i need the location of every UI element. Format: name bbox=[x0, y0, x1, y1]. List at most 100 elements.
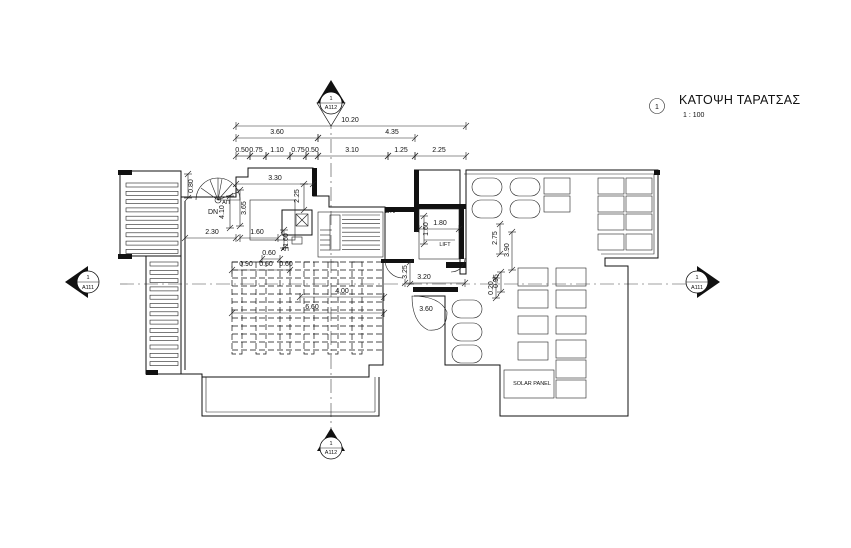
pergola-rafter bbox=[327, 261, 339, 355]
marker-right-sheet: A111 bbox=[691, 285, 703, 291]
label-lift: LIFT bbox=[439, 242, 451, 248]
solar-tank bbox=[451, 322, 483, 342]
dimension-labels: 10.20 3.60 4.35 0.50 0.75 1.10 0.75 0.50… bbox=[188, 117, 511, 313]
marker-top-number: 1 bbox=[329, 96, 332, 102]
solar-collector bbox=[517, 315, 549, 335]
dim-0-50b: 0.50 bbox=[305, 147, 319, 154]
solar-collector bbox=[555, 359, 587, 379]
louver-slat bbox=[149, 328, 179, 333]
pergola-grid bbox=[231, 261, 382, 355]
door-swing-2 bbox=[450, 257, 466, 273]
solar-collector bbox=[555, 339, 587, 359]
dim-3-20: 3.20 bbox=[417, 274, 431, 281]
solar-collector bbox=[625, 195, 653, 213]
dim-0-60: 0.60 bbox=[262, 250, 276, 257]
dim-2-75: 2.75 bbox=[492, 231, 499, 245]
louver-slat bbox=[149, 352, 179, 358]
dim-overall: 10.20 bbox=[341, 117, 359, 124]
solar-collector bbox=[597, 213, 625, 231]
section-marker-bottom[interactable]: 1 A112 bbox=[317, 428, 345, 460]
curved-bay bbox=[411, 295, 448, 331]
dim-3-10: 3.10 bbox=[345, 147, 359, 154]
louver-slat bbox=[149, 361, 179, 366]
plan-labels: DN DN LIFT ΑΠ ΑΠ SOLAR PANEL bbox=[208, 200, 551, 387]
dim-4-00: 4.00 bbox=[335, 288, 349, 295]
marker-right-number: 1 bbox=[695, 275, 698, 281]
dim-0-75a: 0.75 bbox=[249, 147, 263, 154]
marker-left-sheet: A111 bbox=[82, 285, 94, 291]
dim-3-60b: 3.60 bbox=[419, 306, 433, 313]
pergola-rafter bbox=[351, 261, 363, 355]
dim-0-60b: 0.60 bbox=[259, 261, 273, 268]
louver-slat bbox=[149, 294, 179, 300]
section-marker-left[interactable]: 1 A111 bbox=[65, 266, 100, 298]
lift-shaft bbox=[418, 208, 460, 260]
solar-collector bbox=[517, 267, 549, 287]
marker-bottom-number: 1 bbox=[329, 441, 332, 447]
view-number: 1 bbox=[655, 104, 659, 111]
dim-0-20: 0.20 bbox=[488, 281, 495, 295]
louver-slat bbox=[125, 191, 179, 196]
dim-1-60b: 1.60 bbox=[283, 233, 290, 247]
dim-2-25v: 2.25 bbox=[294, 189, 301, 203]
solar-tank bbox=[451, 299, 483, 319]
dim-0-90: 0.90 bbox=[239, 261, 253, 268]
pergola-rafter bbox=[231, 261, 243, 355]
solar-tank bbox=[509, 199, 541, 219]
dim-3-65: 3.65 bbox=[241, 201, 248, 215]
solar-collector bbox=[555, 315, 587, 335]
drawing-name: ΚΑΤΟΨΗ ΤΑΡΑΤΣΑΣ bbox=[679, 93, 800, 107]
dim-0-75b: 0.75 bbox=[291, 147, 305, 154]
louver-slat bbox=[125, 232, 179, 238]
solar-collector bbox=[517, 341, 549, 361]
pergola-rafter bbox=[279, 261, 291, 355]
louver-slat bbox=[149, 303, 179, 308]
label-ap-2: ΑΠ bbox=[281, 247, 289, 253]
louver-slat bbox=[125, 207, 179, 213]
solar-collector bbox=[597, 233, 625, 251]
solar-tank bbox=[471, 199, 503, 219]
louver-slat bbox=[125, 182, 179, 188]
dim-4-35: 4.35 bbox=[385, 129, 399, 136]
label-dn-1: DN bbox=[208, 209, 218, 216]
label-dn-2: DN bbox=[385, 208, 395, 215]
solar-collector bbox=[517, 289, 549, 309]
solar-collector bbox=[555, 267, 587, 287]
louver-slat bbox=[125, 199, 179, 204]
pergola-rafter bbox=[255, 261, 267, 355]
solar-collector bbox=[597, 195, 625, 213]
marker-left-number: 1 bbox=[86, 275, 89, 281]
roof-outline bbox=[118, 167, 660, 417]
dim-1-25: 1.25 bbox=[394, 147, 408, 154]
dim-3-30: 3.30 bbox=[268, 175, 282, 182]
dim-1-60: 1.60 bbox=[250, 229, 264, 236]
label-up: ΑΠ bbox=[222, 200, 230, 206]
marker-top-sheet: A112 bbox=[325, 105, 337, 111]
louver-slat bbox=[125, 224, 179, 229]
dim-3-25: 3.25 bbox=[402, 265, 409, 279]
louver-slat bbox=[125, 240, 179, 246]
label-solar-panel: SOLAR PANEL bbox=[513, 381, 551, 387]
louver-slat bbox=[149, 336, 179, 342]
section-marker-right[interactable]: 1 A111 bbox=[685, 266, 720, 298]
dim-4-10: 4.10 bbox=[219, 205, 226, 219]
solar-tank bbox=[509, 177, 541, 197]
louver-slat bbox=[149, 261, 179, 267]
solar-tank bbox=[471, 177, 503, 197]
section-marker-top[interactable]: 1 A112 bbox=[316, 80, 346, 127]
louver-slat bbox=[149, 319, 179, 325]
louver-slat bbox=[125, 249, 179, 254]
solar-collector bbox=[555, 379, 587, 399]
drawing-title: 1 ΚΑΤΟΨΗ ΤΑΡΑΤΣΑΣ 1 : 100 bbox=[649, 93, 800, 119]
dim-2-30: 2.30 bbox=[205, 229, 219, 236]
dim-1-10: 1.10 bbox=[270, 147, 284, 154]
solar-heaters bbox=[451, 177, 653, 399]
door-swing bbox=[384, 259, 404, 279]
solar-collector bbox=[555, 289, 587, 309]
louver-slat bbox=[149, 344, 179, 350]
dim-6-60: 6.60 bbox=[305, 304, 319, 311]
solar-collector bbox=[625, 233, 653, 251]
pergola-rafter bbox=[303, 261, 315, 355]
solar-collector bbox=[543, 177, 571, 195]
